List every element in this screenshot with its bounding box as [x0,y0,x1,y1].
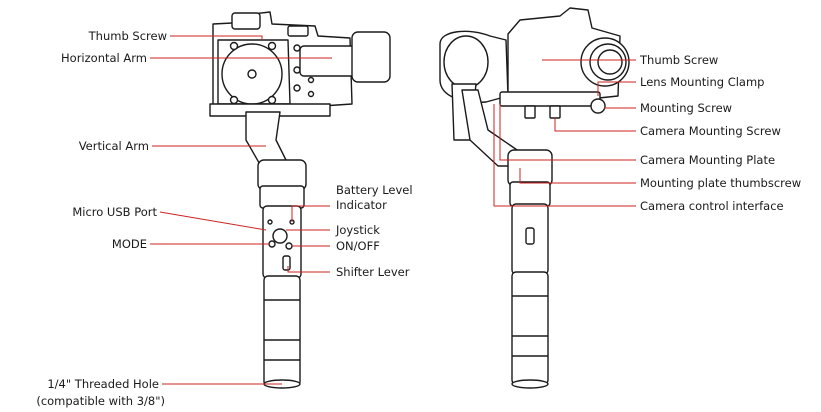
right-grip-base [511,379,549,389]
leader-camera-mounting-screw [554,118,636,132]
leader-shifter [287,266,330,273]
right-camera-mounting-screw [549,105,561,119]
left-handle-collar [259,185,305,209]
leader-plate-thumbscrew [519,168,636,184]
label-lens-mounting-clamp: Lens Mounting Clamp [640,75,765,89]
right-gimbal [439,7,630,389]
label-camera-mounting-screw: Camera Mounting Screw [640,124,781,138]
right-mounting-screw [590,98,606,114]
left-shifter-lever [282,255,291,271]
left-grip [263,275,301,387]
leader-camera-mounting-plate [499,104,636,161]
left-camera-viewfinder [231,12,261,30]
left-mounting-plate [209,103,331,117]
leader-micro-usb [159,211,267,231]
label-battery-level-line2: Indicator [336,198,387,212]
left-camera-button [307,90,315,98]
right-yaw-motor [507,149,553,187]
label-shifter-lever: Shifter Lever [336,265,410,279]
left-led [267,219,273,225]
label-camera-mounting-plate: Camera Mounting Plate [640,153,776,167]
right-lens-glass [597,49,623,75]
left-camera-button [293,44,301,52]
leader-lines [150,35,636,385]
label-thumb-screw-right: Thumb Screw [640,53,719,67]
label-horizontal-arm: Horizontal Arm [61,51,147,65]
right-roll-motor-cap [443,35,489,89]
right-handle-collar [509,181,551,207]
right-handle-port [525,227,535,245]
left-camera-button [293,66,301,74]
left-camera-top-dial [287,25,309,37]
label-camera-control-interface: Camera control interface [640,199,784,213]
leader-battery-level [291,205,330,222]
label-joystick: Joystick [336,223,380,237]
right-grip [511,271,549,385]
left-motor-screw [247,69,257,79]
label-thumb-screw-left: Thumb Screw [88,29,167,43]
left-camera-button [307,76,315,84]
label-vertical-arm: Vertical Arm [78,139,149,153]
right-mounting-plate [499,91,601,107]
left-pitch-motor [351,31,391,83]
left-camera-button [293,84,301,92]
label-mode: MODE [111,237,147,251]
label-threaded-hole-line1: 1/4" Threaded Hole [47,377,159,391]
leader-lens-clamp [597,81,636,96]
label-mounting-plate-thumbscrew: Mounting plate thumbscrew [640,176,802,190]
left-motor-screw [229,41,239,51]
leader-thumb-screw-left [170,35,263,40]
label-on-off: ON/OFF [336,239,380,253]
label-battery-level-line1: Battery Level [336,183,413,197]
left-joystick [272,228,288,244]
label-mounting-screw: Mounting Screw [640,101,733,115]
left-motor-screw [229,95,239,105]
label-micro-usb-port: Micro USB Port [72,205,157,219]
right-camera-mounting-screw [524,105,536,119]
label-threaded-hole-line2: (compatible with 3/8") [36,394,165,408]
left-motor-screw [267,41,277,51]
left-on-off-button [285,242,293,250]
left-gimbal [209,11,391,389]
leader-control-interface [493,104,636,207]
left-motor-screw [267,95,277,105]
